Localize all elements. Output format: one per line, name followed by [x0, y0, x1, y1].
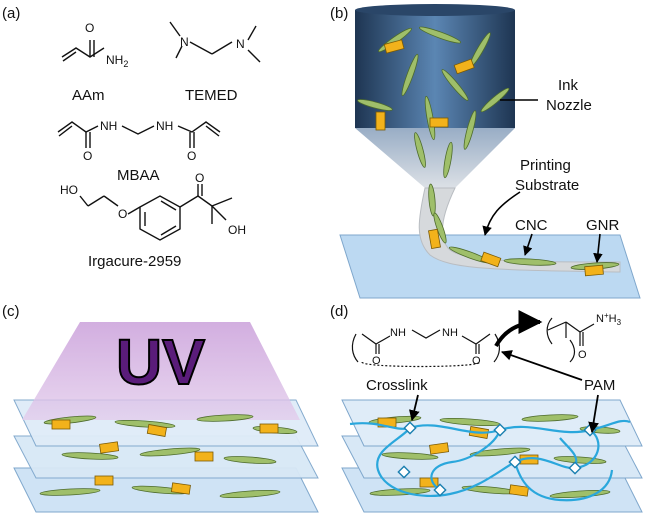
panel-a-label: (a): [2, 5, 20, 22]
crosslink-arrow: [409, 394, 420, 422]
irgacure-ketone-o: O: [195, 171, 204, 185]
irgacure-name: Irgacure-2959: [88, 253, 181, 270]
pam-arrow-up: [500, 350, 583, 381]
gnr-rods-nozzle: [375, 39, 604, 277]
aam-name: AAm: [72, 87, 105, 104]
mbaa-nh2: NH: [156, 119, 173, 133]
panel-c-label: (c): [2, 303, 20, 320]
substrate-arrow: [482, 191, 521, 236]
panel-d: (d): [330, 303, 643, 513]
monomer-arrow: [494, 310, 543, 348]
crosslink-o-left: O: [372, 355, 381, 367]
panel-c: (c) UV: [2, 303, 319, 513]
irgacure-structure: [79, 184, 233, 241]
ink-nozzle-label-line1: Ink: [558, 77, 579, 94]
uv-text: UV: [116, 326, 205, 398]
mbaa-o1: O: [83, 149, 92, 163]
pam-monomer-structure: [546, 317, 595, 363]
gnr-arrow: [593, 233, 603, 263]
mbaa-o2: O: [187, 149, 196, 163]
irgacure-ether-o: O: [118, 207, 127, 221]
cnc-label: CNC: [515, 217, 548, 234]
pam-arrow-down: [588, 394, 599, 434]
irgacure-ho: HO: [60, 183, 78, 197]
mbaa-name: MBAA: [117, 167, 160, 184]
monomer-oxygen: O: [578, 349, 587, 361]
temed-name: TEMED: [185, 87, 238, 104]
mbaa-structure: [57, 121, 221, 148]
ink-nozzle-top: [355, 4, 515, 16]
aam-oxygen: O: [85, 21, 94, 35]
temed-n2: N: [236, 37, 245, 51]
aam-nh2: NH2: [106, 53, 128, 69]
cnc-arrow: [523, 233, 533, 256]
monomer-amine: N+H3: [596, 311, 622, 327]
substrate-label-line2: Substrate: [515, 177, 579, 194]
substrate-label-line1: Printing: [520, 157, 571, 174]
aam-structure: [61, 40, 105, 62]
irgacure-oh: OH: [228, 223, 246, 237]
mbaa-nh1: NH: [100, 119, 117, 133]
gnr-rods-layers-c: [51, 419, 279, 495]
pam-label: PAM: [584, 377, 615, 394]
panel-d-label: (d): [330, 303, 348, 320]
cnc-rods-nozzle: [357, 26, 620, 270]
panel-b: (b): [330, 4, 641, 299]
gnr-rods-layers-d: [377, 417, 539, 497]
crosslink-nh-right: NH: [442, 327, 458, 339]
crosslink-label: Crosslink: [366, 377, 428, 394]
uv-beam: [22, 322, 300, 420]
nozzle-cone: [355, 128, 515, 188]
ink-nozzle-body: [355, 10, 515, 128]
ink-nozzle-label-line2: Nozzle: [546, 97, 592, 114]
temed-structure: [169, 21, 261, 63]
crosslink-structure: [351, 329, 500, 368]
gnr-label: GNR: [586, 217, 620, 234]
panel-a: (a) O NH2 AAm N N TEMED: [2, 5, 261, 270]
crosslink-o-right: O: [472, 355, 481, 367]
panel-b-label: (b): [330, 5, 348, 22]
temed-n1: N: [180, 35, 189, 49]
crosslink-nh-left: NH: [390, 327, 406, 339]
